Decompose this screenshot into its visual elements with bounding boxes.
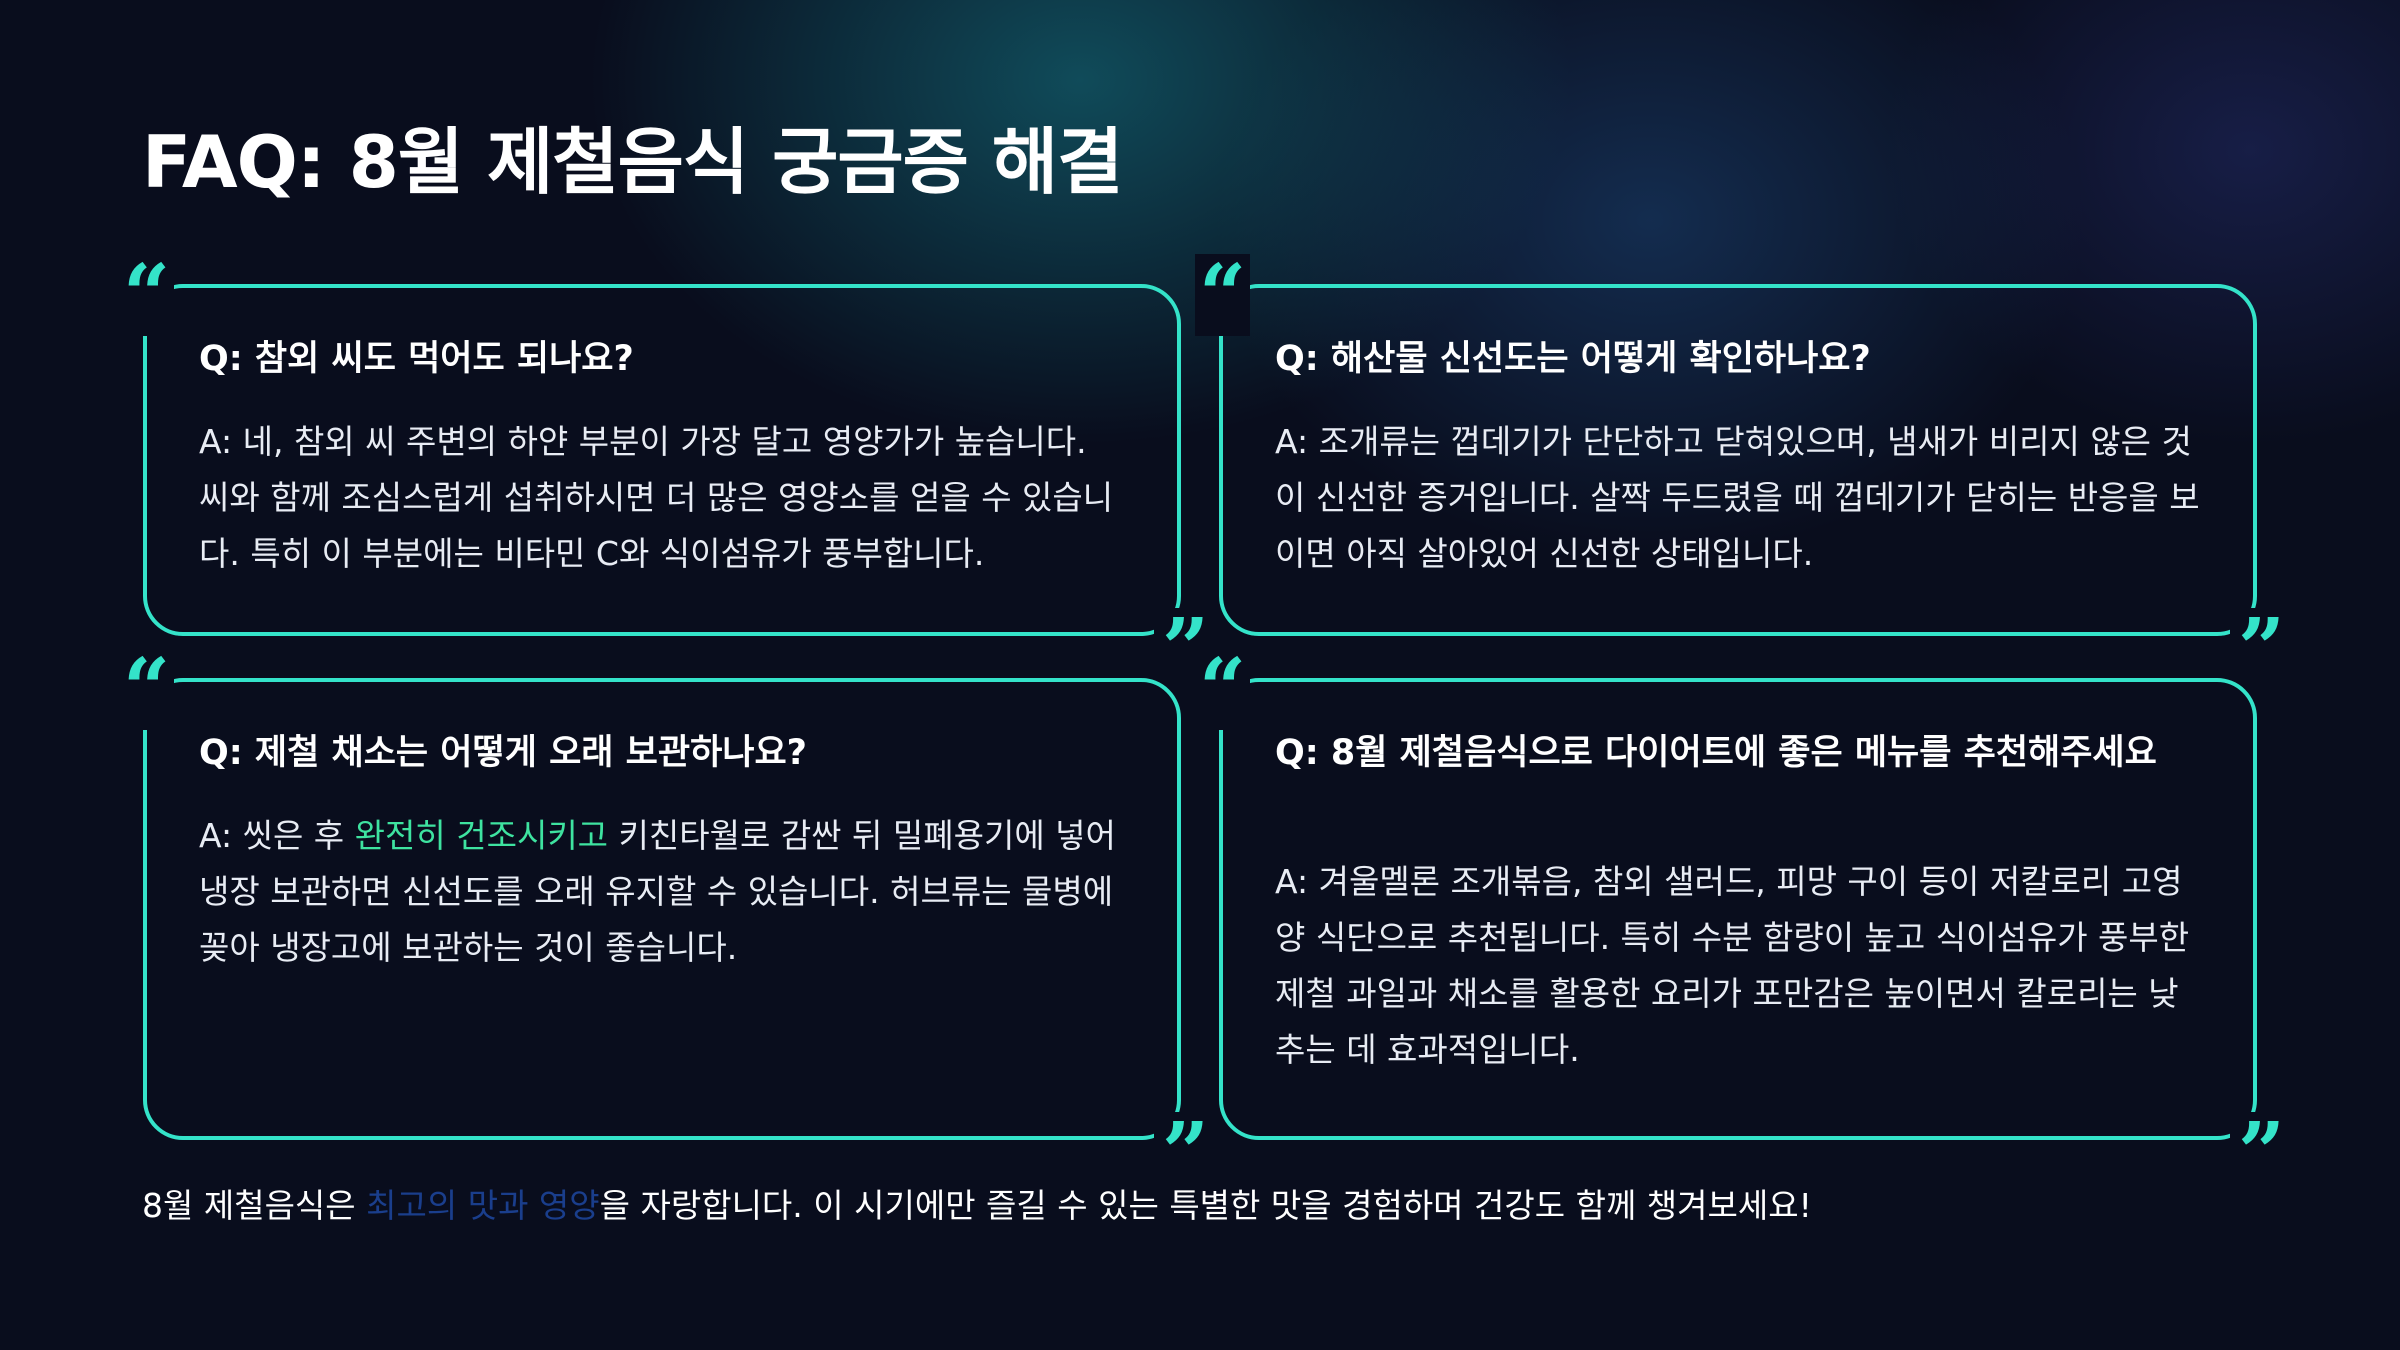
highlighted-text: 최고의 맛과 영양 bbox=[366, 1186, 600, 1225]
faq-card-diet-menu: “ Q: 8월 제철음식으로 다이어트에 좋은 메뉴를 추천해주세요 A: 겨울… bbox=[1195, 648, 2285, 1194]
footer-text: 8월 제철음식은 bbox=[142, 1186, 367, 1225]
footer-text: 을 자랑합니다. 이 시기에만 즐길 수 있는 특별한 맛을 경험하며 건강도 … bbox=[599, 1186, 1812, 1225]
faq-question: Q: 해산물 신선도는 어떻게 확인하나요? bbox=[1275, 339, 1871, 379]
open-quote-icon: “ bbox=[1195, 254, 1251, 336]
open-quote-icon: “ bbox=[119, 254, 175, 336]
faq-answer: A: 겨울멜론 조개볶음, 참외 샐러드, 피망 구이 등이 저칼로리 고영양 … bbox=[1275, 862, 2190, 1069]
faq-card-seafood-freshness: “ Q: 해산물 신선도는 어떻게 확인하나요? A: 조개류는 껍데기가 단단… bbox=[1195, 254, 2285, 690]
faq-answer: A: 씻은 후 완전히 건조시키고 키친타월로 감싼 뒤 밀폐용기에 넣어 냉장… bbox=[199, 808, 1125, 976]
faq-question: Q: 제철 채소는 어떻게 오래 보관하나요? bbox=[199, 733, 807, 773]
close-quote-icon: ” bbox=[2229, 1112, 2285, 1194]
open-quote-icon: “ bbox=[119, 648, 175, 730]
close-quote-icon: ” bbox=[1153, 1112, 1209, 1194]
faq-answer-text: 키친타월로 감싼 뒤 밀폐용기에 넣어 냉장 보관하면 신선도를 오래 유지할 … bbox=[199, 816, 1116, 967]
faq-question: Q: 8월 제철음식으로 다이어트에 좋은 메뉴를 추천해주세요 bbox=[1275, 733, 2157, 773]
faq-answer: A: 조개류는 껍데기가 단단하고 닫혀있으며, 냄새가 비리지 않은 것이 신… bbox=[1275, 422, 2200, 573]
faq-question: Q: 참외 씨도 먹어도 되나요? bbox=[199, 339, 634, 379]
open-quote-icon: “ bbox=[1195, 648, 1251, 730]
highlighted-text: 완전히 건조시키고 bbox=[354, 816, 609, 855]
page-title: FAQ: 8월 제철음식 궁금증 해결 bbox=[142, 120, 1123, 204]
faq-card-vegetable-storage: “ Q: 제철 채소는 어떻게 오래 보관하나요? A: 씻은 후 완전히 건조… bbox=[119, 648, 1209, 1194]
close-quote-icon: ” bbox=[2229, 608, 2285, 690]
faq-answer-text: A: 씻은 후 bbox=[199, 816, 355, 855]
faq-card-melon-seeds: “ Q: 참외 씨도 먹어도 되나요? A: 네, 참외 씨 주변의 하얀 부분… bbox=[119, 254, 1209, 690]
faq-answer: A: 네, 참외 씨 주변의 하얀 부분이 가장 달고 영양가가 높습니다. 씨… bbox=[199, 422, 1114, 573]
footer-note: 8월 제철음식은 최고의 맛과 영양을 자랑합니다. 이 시기에만 즐길 수 있… bbox=[142, 1180, 1812, 1232]
